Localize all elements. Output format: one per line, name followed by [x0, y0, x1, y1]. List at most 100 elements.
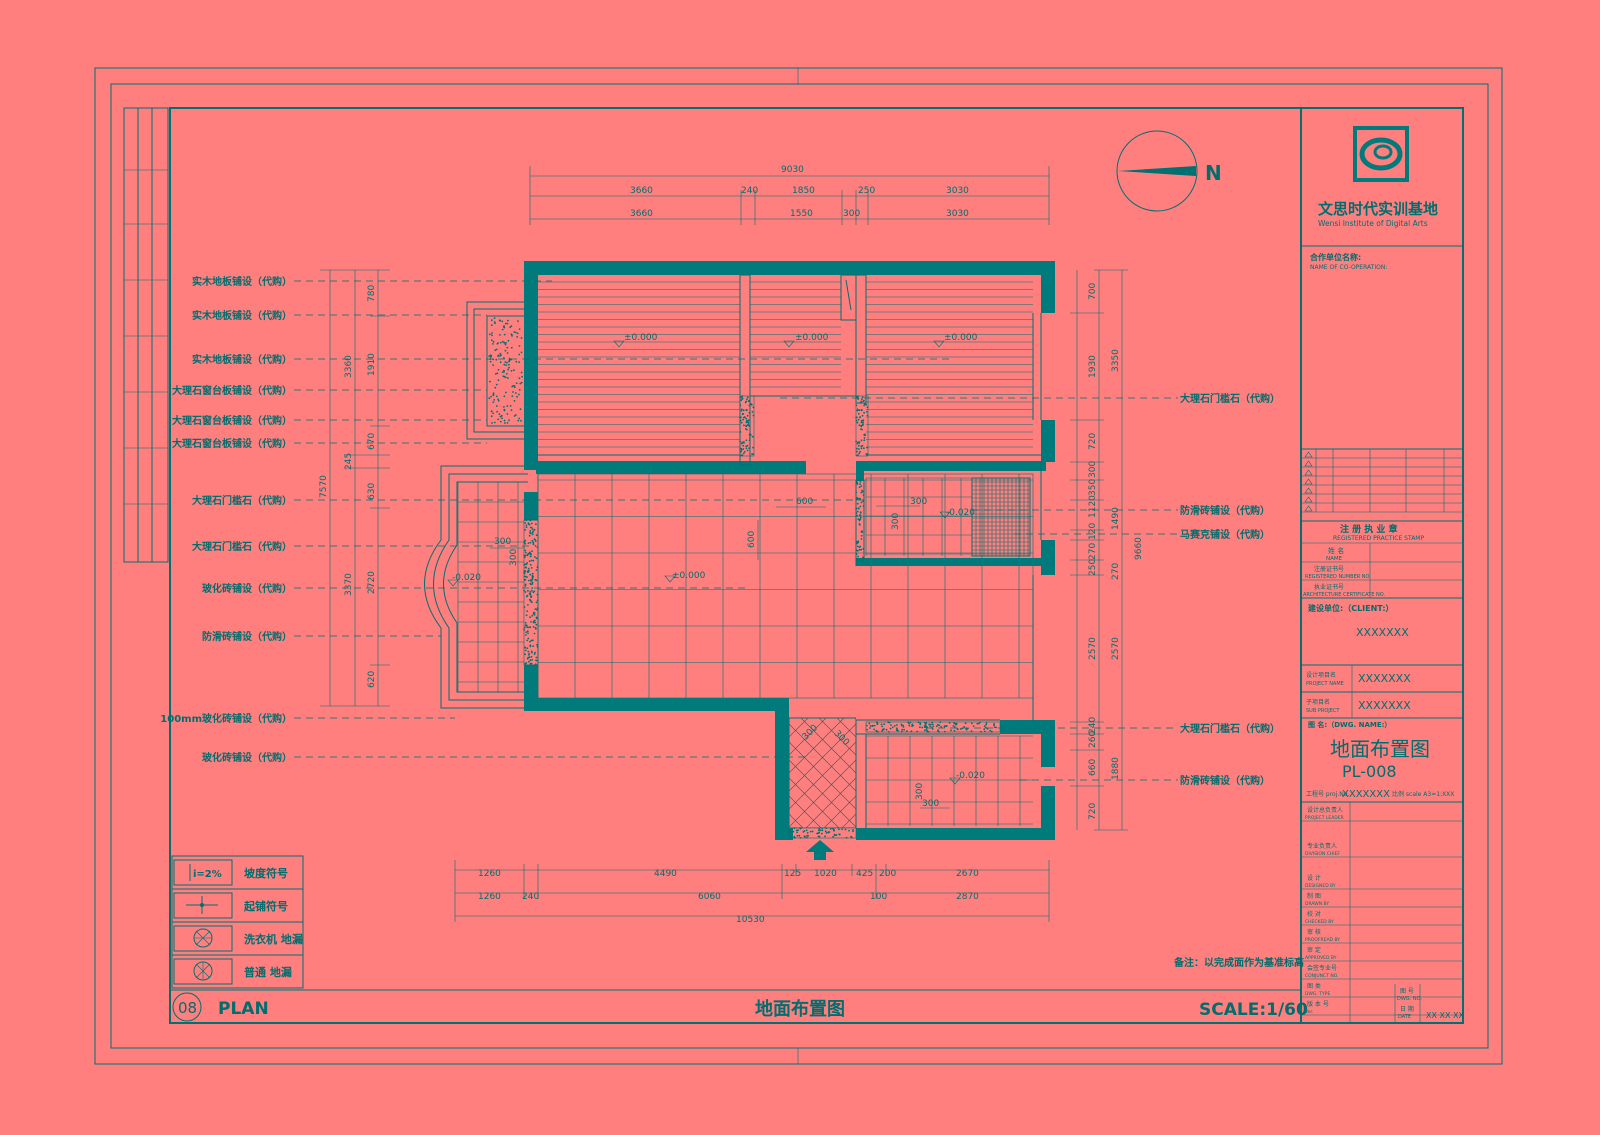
speckle-dot: [517, 320, 519, 322]
level-marker-bath-2: -0.020: [949, 771, 985, 785]
speckle-dot: [533, 590, 536, 593]
svg-text:DATE: DATE: [1398, 1014, 1411, 1020]
svg-text:日 期: 日 期: [1400, 1005, 1414, 1013]
speckle-dot: [499, 355, 501, 357]
svg-text:图 号: 图 号: [1400, 988, 1414, 995]
speckle-dot: [534, 608, 537, 610]
speckle-dot: [890, 724, 892, 726]
wood-floor-room-1: [538, 281, 740, 448]
speckle-dot: [531, 587, 534, 589]
speckle-dot: [741, 397, 744, 400]
svg-text:-0.020: -0.020: [452, 573, 481, 583]
speckle-dot: [746, 398, 748, 400]
speckle-dot: [747, 419, 750, 421]
speckle-dot: [505, 391, 507, 394]
svg-text:SUB PROJECT: SUB PROJECT: [1306, 708, 1340, 714]
speckle-dot: [861, 530, 863, 533]
speckle-dot: [527, 579, 530, 582]
walls: [524, 261, 1055, 840]
speckle-dot: [931, 723, 934, 726]
svg-text:2670: 2670: [956, 869, 979, 879]
diag-line: [805, 777, 856, 828]
speckle-dot: [525, 524, 528, 527]
speckle-dot: [858, 441, 861, 443]
speckle-dot: [488, 397, 491, 400]
diag-line: [789, 723, 856, 792]
right-labels: 大理石门槛石（代购） 防滑砖铺设（代购） 马赛克铺设（代购） 大理石门槛石（代购…: [1180, 392, 1280, 787]
coop-label-en: NAME OF CO-OPERATION:: [1310, 264, 1387, 271]
svg-text:125: 125: [784, 869, 801, 879]
scale-line: 比例 scale A3=1:XXX: [1392, 790, 1454, 798]
speckle-dot: [524, 634, 527, 636]
svg-text:1880: 1880: [1111, 757, 1121, 780]
legend-text: 起铺符号: [243, 899, 288, 913]
speckle-dot: [864, 403, 867, 406]
speckle-dot: [493, 321, 496, 323]
speckle-dot: [862, 556, 864, 559]
speckle-dot: [861, 396, 864, 399]
speckle-dot: [488, 333, 491, 336]
speckle-dot: [964, 722, 967, 725]
svg-text:1260: 1260: [478, 892, 501, 902]
right-label: 防滑砖铺设（代购）: [1180, 774, 1270, 787]
speckle-dot: [743, 424, 745, 427]
speckle-dot: [531, 572, 534, 575]
speckle-dot: [872, 724, 874, 727]
speckle-dot: [516, 332, 519, 335]
speckle-dot: [536, 607, 539, 610]
left-labels: 实木地板铺设（代购） 实木地板铺设（代购） 实木地板铺设（代购） 大理石窗台板铺…: [160, 275, 292, 764]
speckle-dot: [856, 442, 859, 445]
speckle-dot: [518, 393, 520, 396]
speckle-dot: [534, 651, 536, 654]
speckle-dot: [527, 650, 530, 653]
svg-text:1850: 1850: [792, 186, 815, 196]
speckle-dot: [510, 409, 513, 412]
speckle-dot: [532, 559, 535, 562]
svg-text:±0.000: ±0.000: [672, 571, 706, 581]
speckle-dot: [495, 383, 498, 386]
speckle-dot: [792, 830, 795, 833]
speckle-dot: [950, 729, 952, 732]
speckle-dot: [527, 542, 530, 544]
svg-text:PROJECT NAME: PROJECT NAME: [1306, 681, 1344, 687]
speckle-dot: [530, 526, 533, 529]
speckle-dot: [889, 727, 892, 730]
speckle-dot: [863, 437, 866, 439]
speckle-dot: [505, 364, 507, 366]
speckle-dot: [803, 835, 806, 838]
speckle-dot: [976, 722, 979, 725]
svg-text:300: 300: [801, 723, 820, 742]
speckle-dot: [528, 626, 530, 629]
speckle-dot: [511, 335, 513, 337]
dimension-lines: [320, 166, 1128, 922]
left-leaders: [294, 280, 952, 758]
entrance-arrow: [806, 840, 834, 860]
svg-text:1020: 1020: [814, 869, 837, 879]
speckle-dot: [745, 439, 748, 442]
speckle-dot: [746, 420, 749, 423]
speckle-dot: [535, 616, 538, 619]
speckle-dot: [917, 721, 920, 724]
sign-row-label: 设计总负责人: [1307, 806, 1343, 814]
speckle-dot: [748, 411, 751, 414]
svg-text:2570: 2570: [1088, 637, 1098, 660]
speckle-dot: [838, 833, 840, 836]
speckle-dot: [497, 399, 500, 402]
speckle-dot: [524, 566, 527, 569]
speckle-dot: [866, 728, 868, 731]
sign-row-label-en: DWG. TYPE: [1305, 991, 1330, 997]
speckle-dot: [516, 395, 518, 398]
speckle-dot: [818, 835, 821, 838]
left-label: 实木地板铺设（代购）: [192, 309, 292, 322]
speckle-dot: [856, 545, 859, 548]
speckle-dot: [496, 372, 499, 375]
speckle-dot: [819, 829, 822, 832]
diag-line: [789, 718, 845, 774]
speckle-dot: [534, 663, 537, 666]
speckle-dot: [748, 439, 751, 442]
speckle-dot: [837, 828, 840, 831]
svg-text:2570: 2570: [1111, 637, 1121, 660]
speckle-dot: [527, 656, 530, 659]
svg-text:630: 630: [367, 483, 377, 500]
